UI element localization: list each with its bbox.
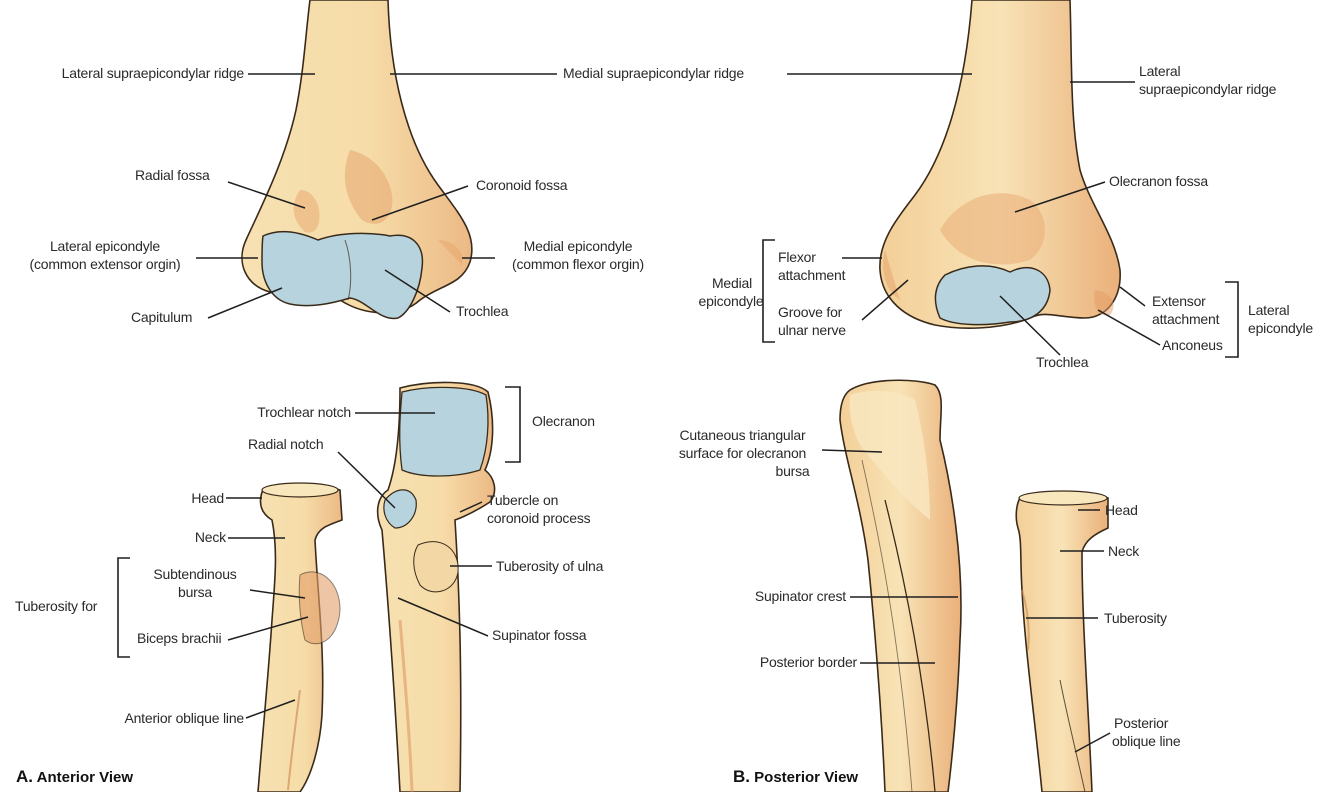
label-radial-fossa: Radial fossa [135,167,210,184]
label-lateral-b-1: Lateral [1139,63,1180,80]
label-olecranon-fossa: Olecranon fossa [1109,173,1208,190]
posterior-ulna [840,380,961,792]
label-biceps-brachii: Biceps brachii [137,630,221,647]
label-tubercle-coronoid-2: coronoid process [487,510,590,527]
label-groove-1: Groove for [778,304,842,321]
label-tuberosity-of-ulna: Tuberosity of ulna [496,558,603,575]
label-flexor-2: attachment [778,267,845,284]
label-medial-b-2: epicondyle [695,293,767,310]
label-medial-b-1: Medial [700,275,764,292]
label-flexor-1: Flexor [778,249,816,266]
label-head-a: Head [191,490,224,507]
label-radial-notch: Radial notch [248,436,323,453]
label-anterior-oblique-line: Anterior oblique line [124,710,244,727]
label-lateral-epicondyle-a: Lateral epicondyle [10,238,200,255]
label-trochlea-a: Trochlea [456,303,508,320]
label-extensor-2: attachment [1152,311,1219,328]
label-supinator-crest: Supinator crest [755,588,846,605]
label-head-b: Head [1105,502,1138,519]
label-subtendinous: Subtendinous [135,566,255,583]
posterior-humerus [880,0,1120,328]
label-lateral-epicondyle-b-1: Lateral [1248,302,1289,319]
label-medial-epicondyle-a: Medial epicondyle [498,238,658,255]
label-common-flexor-origin: (common flexor orgin) [498,256,658,273]
posterior-radius [1016,491,1108,792]
label-cutaneous-2: surface for olecranon [660,445,825,462]
label-lateral-epicondyle-b-2: epicondyle [1248,320,1313,337]
label-capitulum: Capitulum [131,309,192,326]
label-posterior-oblique-1: Posterior [1114,715,1168,732]
bracket-medial-epicondyle [763,240,775,342]
label-olecranon: Olecranon [532,413,595,430]
caption-posterior-text: Posterior View [754,769,858,786]
anterior-humerus [242,0,472,318]
label-trochlear-notch: Trochlear notch [257,404,351,421]
caption-anterior-text: Anterior View [37,769,133,786]
label-cutaneous-1: Cutaneous triangular [660,427,825,444]
bracket-lateral-epicondyle [1225,282,1238,357]
label-medial-supraepicondylar-ridge: Medial supraepicondylar ridge [563,65,744,82]
label-lateral-b-2: supraepicondylar ridge [1139,81,1276,98]
label-groove-2: ulnar nerve [778,322,846,339]
label-extensor-1: Extensor [1152,293,1206,310]
label-trochlea-b: Trochlea [1036,354,1088,371]
label-anconeus: Anconeus [1162,337,1223,354]
anterior-ulna [378,382,495,792]
label-posterior-oblique-2: oblique line [1112,733,1180,750]
caption-posterior-letter: B. [733,767,750,786]
label-cutaneous-3: bursa [760,463,825,480]
label-neck-a: Neck [195,529,226,546]
label-coronoid-fossa: Coronoid fossa [476,177,567,194]
label-common-extensor-origin: (common extensor orgin) [10,256,200,273]
label-neck-b: Neck [1108,543,1139,560]
caption-posterior: B. Posterior View [733,767,858,787]
bracket-tuberosity-for [118,558,130,657]
label-posterior-border: Posterior border [760,654,857,671]
label-lateral-supraepicondylar-ridge: Lateral supraepicondylar ridge [62,65,244,82]
label-tubercle-coronoid-1: Tubercle on [487,492,558,509]
label-bursa: bursa [135,584,255,601]
caption-anterior-letter: A. [16,767,33,786]
label-tuberosity-for: Tuberosity for [15,598,97,615]
bracket-olecranon [505,387,520,462]
anterior-radius [258,483,342,792]
caption-anterior: A. Anterior View [16,767,133,787]
label-tuberosity-b: Tuberosity [1104,610,1167,627]
label-supinator-fossa: Supinator fossa [492,627,586,644]
